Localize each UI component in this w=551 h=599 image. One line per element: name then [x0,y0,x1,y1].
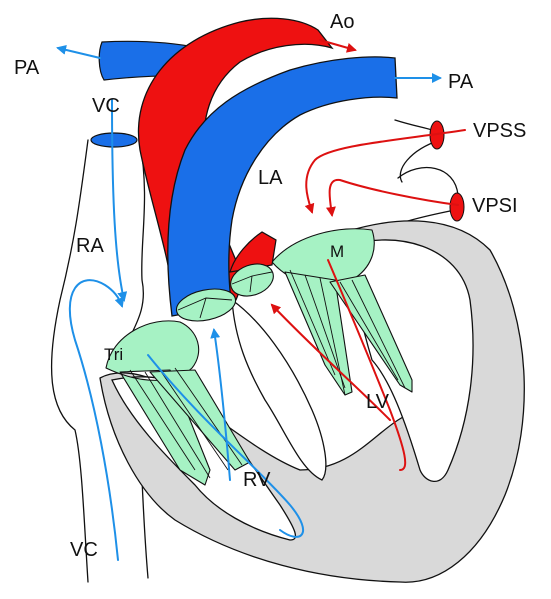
label-left-atrium: LA [258,167,283,189]
label-pulmonary-vein-inferior: VPSI [472,195,518,217]
label-pulmonary-artery-left: PA [14,57,40,79]
label-left-ventricle: LV [366,391,390,413]
label-right-atrium: RA [76,235,104,257]
label-vena-cava-superior: VC [92,95,120,117]
label-tricuspid-valve: Tri [104,345,123,364]
pulmonary-vein-inferior [450,193,464,221]
label-right-ventricle: RV [243,469,271,491]
label-pulmonary-artery-right: PA [448,71,474,93]
label-mitral-valve: M [330,242,344,261]
label-pulmonary-vein-superior: VPSS [473,120,526,142]
label-aorta: Ao [330,11,354,33]
superior-vena-cava-opening [91,133,137,147]
label-vena-cava-inferior: VC [70,539,98,561]
